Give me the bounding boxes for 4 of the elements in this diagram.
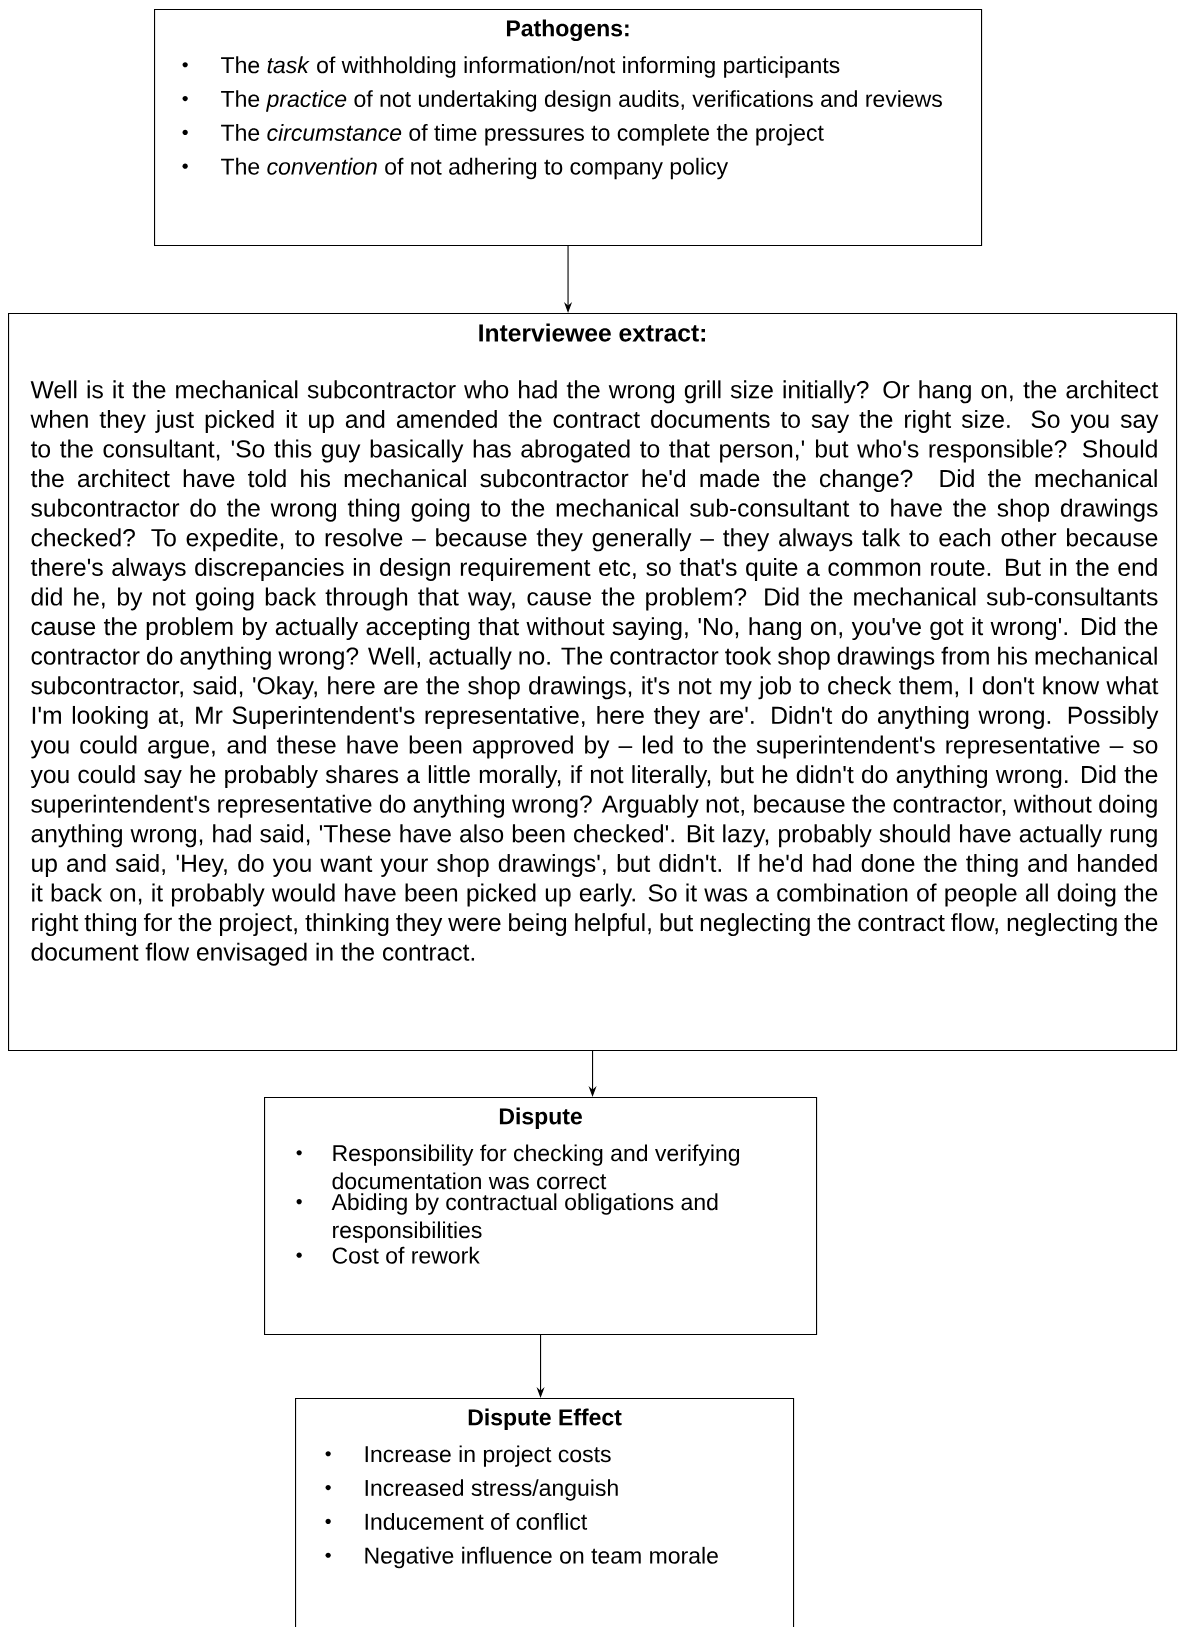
text-box: Dispute Responsibility for checking and verifying documentation was correct Abiding by contractual obligations and responsibilities Cost of rework: [264, 1097, 818, 1336]
text-box: Interviewee extract: Well is it the mechanical subcontractor who had the wrong grill size initially? Or hang on, the architect when they just picked it up and amended the contract documents to say the right size. So you say to the consultant, 'So this guy basically has abrogated to that person,' but who's responsible? Should the architect have told his mechanical subcontractor he'd made the change? Did the mechanical subcontractor do the wrong thing going to the mechanical sub-consultant to have the shop drawings checked? To expedite, to resolve – because they generally – they always talk to each other because there's always discrepancies in design requirement etc, so that's quite a common route. But in the end did he, by not going back through that way, cause the problem? Did the mechanical sub-consultants cause the problem by actually accepting that without saying, 'No, hang on, you've got it wrong'. Did the contractor do anything wrong? Well, actually no. The contractor took shop drawings from his mechanical subcontractor, said, 'Okay, here are the shop drawings, it's not my job to check them, I don't know what I'm looking at, Mr Superintendent's representative, here they are'. Didn't do anything wrong. Possibly you could argue, and these have been approved by – led to the superintendent's representative – so you could say he probably shares a little morally, if not literally, but he didn't do anything wrong. Did the superintendent's representative do anything wrong? Arguably not, because the contractor, without doing anything wrong, had said, 'These have also been checked'. Bit lazy, probably should have actually rung up and said, 'Hey, do you want your shop drawings', but didn't. If he'd had done the thing and handed it back on, it probably would have been picked up early. So it was a combination of people all doing the right thing for the project, thinking they were being helpful, but neglecting the contract flow, neglecting the document flow envisaged in the contract.: [8, 313, 1178, 1052]
text-box: Pathogens: The task of withholding information/not informing participants The practice of not undertaking design audits, verifications and reviews The circumstance of time pressures to complete the project The convention of not adhering to company policy: [154, 9, 983, 247]
text-box: Dispute Effect Increase in project costs Increased stress/anguish Inducement of conflict Negative influence on team morale: [295, 1398, 795, 1627]
